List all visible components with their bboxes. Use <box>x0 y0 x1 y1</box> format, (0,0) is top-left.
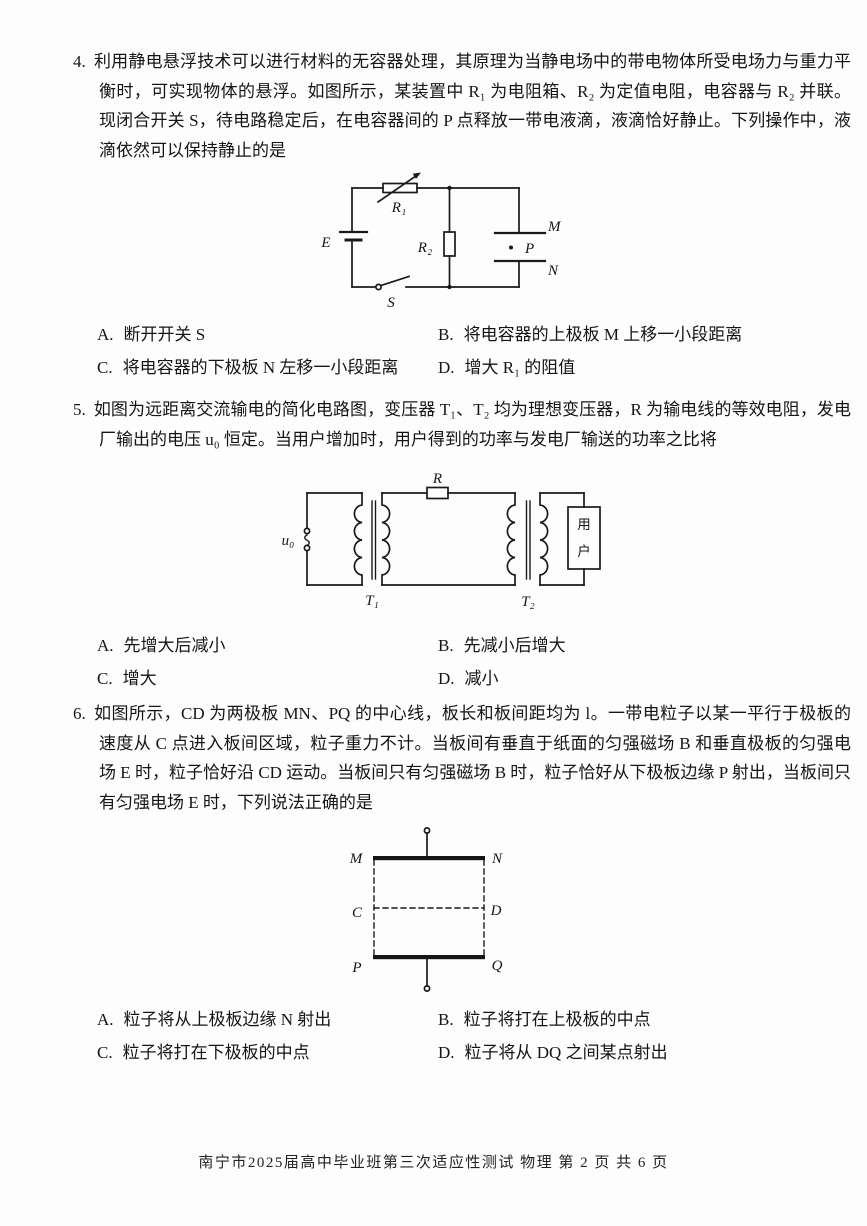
load-label-bottom: 户 <box>577 543 591 559</box>
label-R1: R₁ <box>391 200 406 216</box>
option-q6-c: C. 粒子将打在下极板的中点 <box>97 1042 438 1064</box>
page-footer: 南宁市2025届高中毕业班第三次适应性测试 物理 第 2 页 共 6 页 <box>198 1155 669 1171</box>
option-text: 粒子将打在上极板的中点 <box>463 1010 651 1029</box>
option-text: 增大 <box>122 669 157 688</box>
question-5-figure: u₀ R T₁ T₂ 用 户 <box>275 467 827 612</box>
option-text: 粒子将从上极板边缘 N 射出 <box>123 1010 332 1029</box>
label-Q: Q <box>492 958 503 974</box>
question-4-options: A. 断开开关 S B. 将电容器的上极板 M 上移一小段距离 C. 将电容器的下极板… <box>97 324 827 379</box>
option-q6-b: B. 粒子将打在上极板的中点 <box>438 1009 827 1031</box>
bottom-plate-pq <box>373 955 485 960</box>
question-4-figure: E R₁ R₂ S M P N <box>315 171 827 311</box>
option-q4-a: A. 断开开关 S <box>97 324 438 346</box>
option-text: 将电容器的下极板 N 左移一小段距离 <box>122 358 399 377</box>
option-key: B. <box>438 636 454 655</box>
option-text: 粒子将从 DQ 之间某点射出 <box>464 1043 668 1062</box>
option-key: B. <box>438 1010 454 1029</box>
junction-dot <box>447 284 452 290</box>
option-key: A. <box>97 325 114 344</box>
bottom-terminal-icon <box>423 958 431 992</box>
question-number: 5. <box>73 400 86 419</box>
option-text: 断开开关 S <box>123 325 206 344</box>
option-key: B. <box>438 325 454 344</box>
load-label-top: 用 <box>577 517 591 532</box>
option-key: A. <box>97 1010 114 1029</box>
label-P: P <box>351 960 361 976</box>
option-q5-a: A. 先增大后减小 <box>97 635 438 657</box>
arrow-head-icon <box>412 172 421 179</box>
junction-dot <box>447 185 452 191</box>
label-D: D <box>490 903 502 919</box>
option-key: D. <box>438 358 455 377</box>
option-q6-d: D. 粒子将从 DQ 之间某点射出 <box>438 1042 827 1064</box>
label-C: C <box>352 905 363 921</box>
transformer-t1-icon <box>353 492 391 586</box>
label-N: N <box>491 851 503 867</box>
option-q4-c: C. 将电容器的下极板 N 左移一小段距离 <box>97 357 438 379</box>
option-text: 减小 <box>464 669 499 688</box>
option-q6-a: A. 粒子将从上极板边缘 N 射出 <box>97 1009 438 1031</box>
label-R: R <box>432 471 442 487</box>
top-terminal-icon <box>423 827 431 857</box>
option-q5-c: C. 增大 <box>97 668 438 690</box>
resistor-r2-icon <box>443 187 456 288</box>
transformer-t2-icon <box>506 492 549 586</box>
question-4-text: 4. 利用静电悬浮技术可以进行材料的无容器处理，其原理为当静电场中的带电物体所受电… <box>73 47 851 165</box>
switch-s-icon <box>351 275 411 291</box>
option-key: C. <box>97 669 113 688</box>
question-5-options: A. 先增大后减小 B. 先减小后增大 C. 增大 D. 减小 <box>97 635 827 690</box>
option-key: C. <box>97 1043 113 1062</box>
label-E: E <box>320 235 330 251</box>
question-6-text: 6. 如图所示，CD 为两极板 MN、PQ 的中心线，板长和板间距均为 l。一带电… <box>73 699 851 817</box>
question-body: 利用静电悬浮技术可以进行材料的无容器处理，其原理为当静电场中的带电物体所受电场力… <box>93 52 851 160</box>
page-content: 4. 利用静电悬浮技术可以进行材料的无容器处理，其原理为当静电场中的带电物体所受电… <box>73 47 851 1064</box>
question-5: 5. 如图为远距离交流输电的简化电路图，变压器 T₁、T₂ 均为理想变压器，R 为… <box>73 395 851 690</box>
option-key: C. <box>97 358 113 377</box>
capacitor-icon <box>493 187 547 288</box>
label-T1: T₁ <box>365 593 379 609</box>
question-body: 如图为远距离交流输电的简化电路图，变压器 T₁、T₂ 均为理想变压器，R 为输电… <box>93 400 851 449</box>
option-text: 将电容器的上极板 M 上移一小段距离 <box>463 325 743 344</box>
label-T2: T₂ <box>521 594 535 610</box>
circuit-diagram-q4: E R₁ R₂ S M P N <box>320 172 562 311</box>
top-plate-mn <box>373 856 485 861</box>
option-key: D. <box>438 1043 455 1062</box>
load-box-icon <box>539 492 601 586</box>
option-text: 粒子将打在下极板的中点 <box>122 1043 310 1062</box>
question-5-text: 5. 如图为远距离交流输电的简化电路图，变压器 T₁、T₂ 均为理想变压器，R 为… <box>73 395 851 454</box>
dashed-boundaries <box>373 859 485 956</box>
option-q4-d: D. 增大 R₁ 的阻值 <box>438 357 827 379</box>
option-q4-b: B. 将电容器的上极板 M 上移一小段距离 <box>438 324 827 346</box>
option-text: 增大 R₁ 的阻值 <box>464 358 576 377</box>
question-body: 如图所示，CD 为两极板 MN、PQ 的中心线，板长和板间距均为 l。一带电粒子… <box>93 704 851 812</box>
question-4: 4. 利用静电悬浮技术可以进行材料的无容器处理，其原理为当静电场中的带电物体所受电… <box>73 47 851 379</box>
point-p-dot <box>509 245 513 250</box>
label-R2: R₂ <box>417 240 432 256</box>
label-N: N <box>547 263 559 279</box>
label-M: M <box>547 219 562 235</box>
battery-icon <box>338 187 369 288</box>
label-M: M <box>349 851 364 867</box>
option-q5-d: D. 减小 <box>438 668 827 690</box>
transformer-circuit-q5: u₀ R T₁ T₂ 用 户 <box>282 471 601 610</box>
question-number: 4. <box>73 52 86 71</box>
rheostat-r1-icon <box>351 173 420 204</box>
label-S: S <box>387 295 395 311</box>
capacitor-plates-diagram-q6: M N C D P Q <box>349 827 503 992</box>
option-key: D. <box>438 669 455 688</box>
question-6-options: A. 粒子将从上极板边缘 N 射出 B. 粒子将打在上极板的中点 C. 粒子将打在下极… <box>97 1009 827 1064</box>
option-key: A. <box>97 636 114 655</box>
question-6: 6. 如图所示，CD 为两极板 MN、PQ 的中心线，板长和板间距均为 l。一带电… <box>73 699 851 1064</box>
ac-source-icon <box>303 492 311 586</box>
option-text: 先增大后减小 <box>123 636 226 655</box>
label-u0: u₀ <box>282 533 295 549</box>
question-number: 6. <box>73 704 86 723</box>
resistor-r-icon <box>426 486 449 500</box>
label-P: P <box>524 241 534 257</box>
option-text: 先减小后增大 <box>463 636 566 655</box>
option-q5-b: B. 先减小后增大 <box>438 635 827 657</box>
question-6-figure: M N C D P Q <box>338 822 827 997</box>
